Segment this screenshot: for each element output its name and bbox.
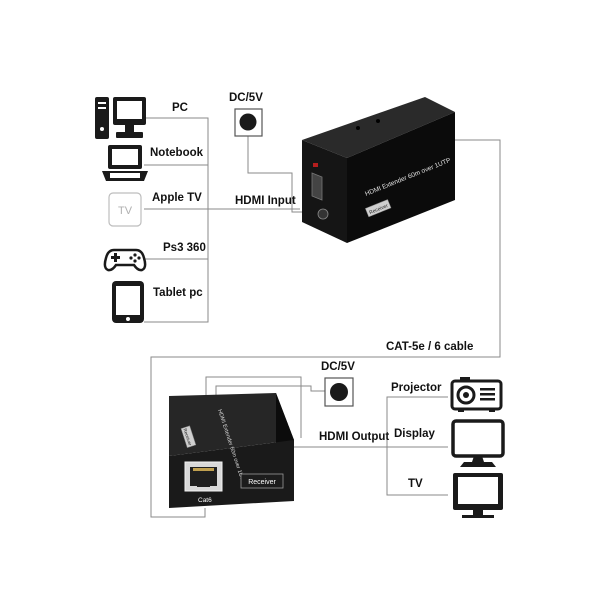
projector-icon — [450, 377, 503, 412]
receiver-device: HDMI Extender 60m over 1UTP Receiver Cat… — [169, 393, 294, 508]
power-jack-icon — [324, 377, 354, 407]
gamepad-icon — [103, 248, 147, 272]
tv-icon — [453, 473, 503, 518]
source-label-pc: PC — [172, 102, 188, 114]
tv-box-icon: TV — [108, 192, 142, 227]
display-label-projector: Projector — [391, 382, 442, 394]
transmitter-power-label: DC/5V — [229, 92, 263, 104]
receiver-front-button — [240, 473, 284, 489]
cable-label: CAT-5e / 6 cable — [386, 341, 474, 353]
receiver-port-label: Cat6 — [198, 497, 212, 504]
power-jack-icon — [234, 108, 263, 137]
receiver-power-label: DC/5V — [321, 361, 355, 373]
hdmi-output-label: HDMI Output — [319, 431, 390, 443]
hdmi-input-label: HDMI Input — [235, 195, 296, 207]
source-label-apple-tv: Apple TV — [152, 192, 202, 204]
pc-tower-icon — [95, 97, 109, 139]
tv-box-label: TV — [118, 205, 133, 217]
display-label-tv: TV — [408, 478, 423, 490]
tablet-icon — [112, 281, 144, 323]
source-label-notebook: Notebook — [150, 147, 204, 159]
rj45-port-icon — [184, 461, 223, 492]
source-label-ps3: Ps3 360 — [163, 242, 206, 254]
monitor-icon — [113, 97, 146, 138]
receiver-top-badge: Receiver — [182, 428, 192, 447]
display-icon — [451, 419, 505, 467]
source-label-tablet: Tablet pc — [153, 287, 203, 299]
connection-lines — [144, 117, 501, 518]
notebook-icon — [102, 145, 148, 181]
receiver-front-button-label: Receiver — [248, 479, 276, 486]
display-label-display: Display — [394, 428, 435, 440]
transmitter-device: HDMI Extender 60m over 1UTP Receiver — [302, 97, 455, 243]
